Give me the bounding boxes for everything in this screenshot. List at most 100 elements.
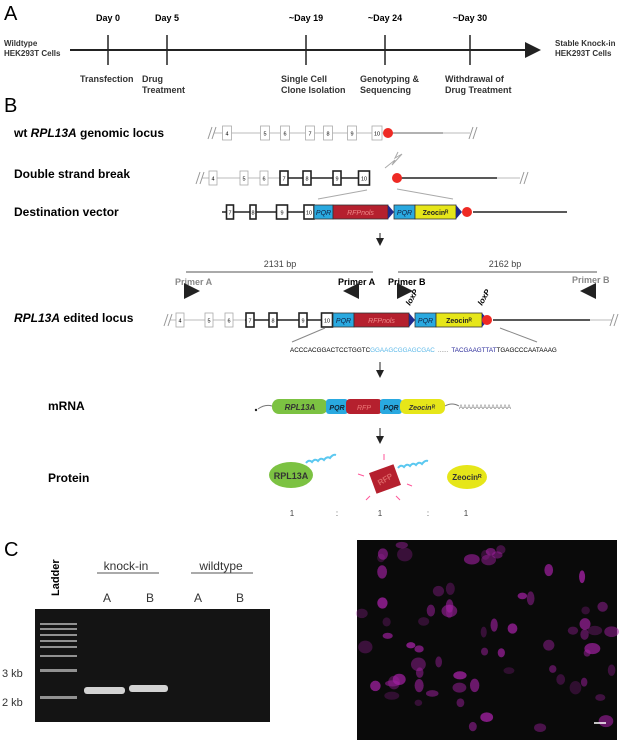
ratio-value: : <box>336 509 338 518</box>
zoom-line <box>291 327 326 343</box>
cell <box>597 601 608 612</box>
exon-6 <box>224 312 234 328</box>
stop-codon-icon <box>462 207 472 217</box>
exon-10 <box>320 312 334 328</box>
cell <box>534 723 547 733</box>
svg-text:RPL13A: RPL13A <box>285 403 316 412</box>
zoom-line <box>499 327 538 343</box>
row-label-vector: Destination vector <box>14 205 119 219</box>
exon-8 <box>249 204 257 220</box>
exon-label: 9 <box>350 132 353 138</box>
exon-label: 6 <box>283 132 286 138</box>
junction-sequence: ACCCACGGACTCCTGGTCGGAAGCGGAGCGAC......TA… <box>290 347 557 354</box>
panel-label-a: A <box>4 3 18 25</box>
exon-label: 5 <box>263 132 266 138</box>
loxp-icon <box>388 205 394 219</box>
cell <box>497 648 505 658</box>
cell <box>463 554 480 565</box>
cell <box>377 548 388 560</box>
exon-7 <box>279 170 289 186</box>
cell <box>441 604 458 618</box>
ratio-value: : <box>427 509 429 518</box>
svg-text:Zeocinᴿ: Zeocinᴿ <box>408 405 436 412</box>
pqr-label: PQR <box>316 210 331 217</box>
exon-label: 10 <box>361 177 367 183</box>
rfp-label: RFPnols <box>368 318 395 325</box>
mrna-pqr <box>380 399 402 414</box>
ladder-bands <box>40 623 77 699</box>
exon-label: 6 <box>227 319 230 325</box>
exon-label: 6 <box>262 177 265 183</box>
cell <box>370 680 381 692</box>
cell <box>567 626 579 635</box>
exon-6 <box>280 125 290 141</box>
break-mark <box>195 171 205 185</box>
amplicon-size-right: 2162 bp <box>489 259 522 269</box>
exon-label: 7 <box>248 319 251 325</box>
exon-label: 8 <box>271 319 274 325</box>
band-knock-in-a <box>84 687 125 694</box>
svg-text:PQR: PQR <box>329 405 344 412</box>
cell <box>414 645 424 653</box>
cell <box>491 551 503 559</box>
exon-4 <box>222 125 232 141</box>
cell <box>595 694 606 701</box>
rfp-label: RFPnols <box>347 210 374 217</box>
exon-7 <box>225 204 235 220</box>
cell <box>384 691 400 700</box>
exon-10 <box>357 170 371 186</box>
cell <box>435 656 443 668</box>
timeline-day: ~Day 30 <box>453 13 487 23</box>
lane-label: A <box>194 591 202 605</box>
ladder-band <box>40 628 77 630</box>
exon-8 <box>302 170 312 186</box>
exon-4 <box>175 312 185 328</box>
pqr-label: PQR <box>418 318 433 325</box>
exon-label: 5 <box>207 319 210 325</box>
ladder-band <box>40 669 77 672</box>
cell <box>425 690 439 697</box>
cell <box>355 608 368 619</box>
cell <box>469 678 480 693</box>
svg-text:RFP: RFP <box>357 405 371 412</box>
protein-rpl13a: RPL13A <box>269 453 337 488</box>
cell <box>556 674 566 685</box>
exon-9 <box>298 312 308 328</box>
cell <box>456 698 465 708</box>
cell <box>382 617 391 627</box>
cell <box>418 617 430 626</box>
exon-8 <box>323 125 333 141</box>
svg-text:RPL13A: RPL13A <box>274 471 309 481</box>
exon-label: 9 <box>335 177 338 183</box>
timeline-day: Day 5 <box>155 13 179 23</box>
exon-label: 4 <box>225 132 228 138</box>
cell <box>579 570 586 584</box>
mrna-rfp <box>346 399 382 414</box>
ladder-band <box>40 640 77 642</box>
fluorescent-cells <box>355 541 619 733</box>
cell <box>388 675 400 690</box>
panel-label-c: C <box>4 539 18 561</box>
zeocin-label: Zeocinᴿ <box>423 210 450 217</box>
cell <box>607 664 616 676</box>
row-label-wt: wt RPL13A genomic locus <box>13 126 164 140</box>
cell <box>406 642 416 649</box>
break-mark <box>207 126 217 140</box>
marker-2kb: 2 kb <box>2 697 23 709</box>
cell <box>517 592 528 600</box>
timeline-day: Day 0 <box>96 13 120 23</box>
gel-image <box>35 609 270 722</box>
ladder-label: Ladder <box>50 559 62 596</box>
mrna-rpl13a <box>272 399 328 414</box>
protein-ratio: 1:1:1 <box>290 509 469 518</box>
exon-label: 10 <box>324 319 330 325</box>
exon-label: 4 <box>211 177 214 183</box>
group-knock-in: knock-in <box>104 559 149 573</box>
timeline-step-label: Transfection <box>80 74 134 84</box>
marker-3kb: 3 kb <box>2 668 23 680</box>
